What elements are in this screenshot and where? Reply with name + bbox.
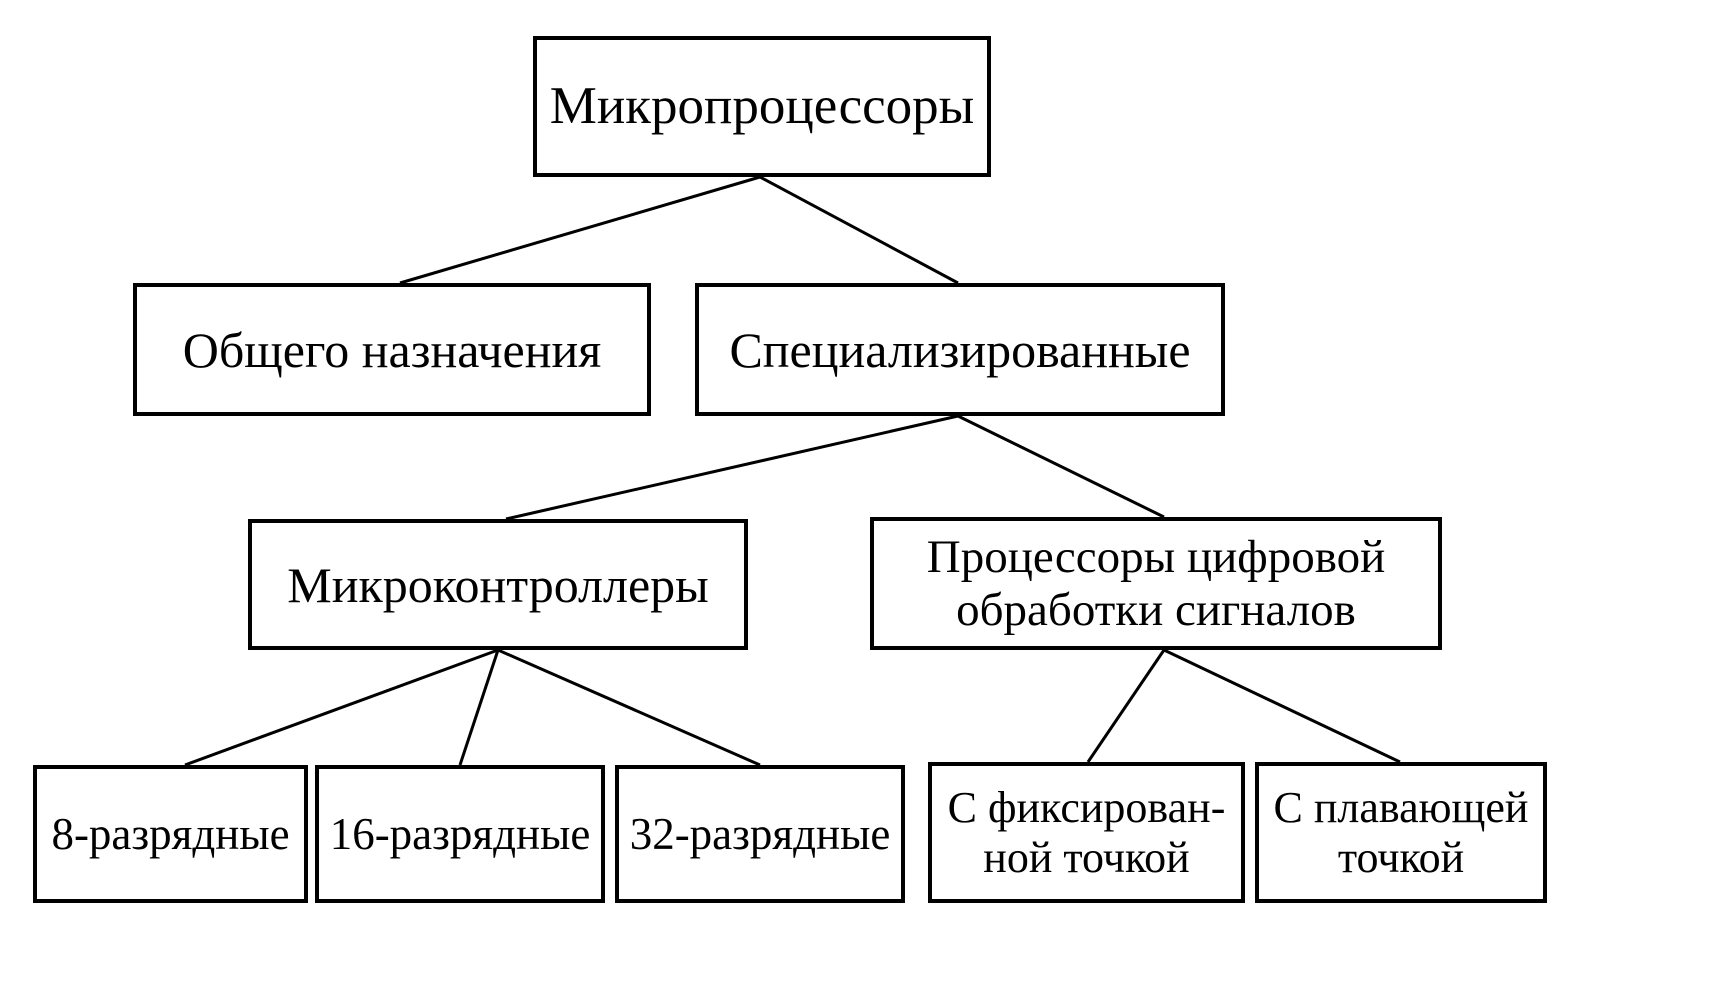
node-s-plavayushchey-tochkoy[interactable]: С плавающей точкой	[1255, 762, 1547, 903]
node-label: Специализированные	[729, 321, 1191, 378]
node-label: С плавающей точкой	[1273, 783, 1529, 882]
node-mikrokontrollery[interactable]: Микроконтроллеры	[248, 519, 748, 650]
edge-special-mcu	[505, 414, 959, 521]
node-label: Процессоры цифровой обработки сигналов	[926, 530, 1386, 636]
edge-mcu-bit32	[497, 648, 761, 767]
node-label: С фиксирован- ной точкой	[947, 783, 1226, 882]
node-processory-cifrovoy-obrabotki-signalov[interactable]: Процессоры цифровой обработки сигналов	[870, 517, 1442, 650]
node-16-razryadnye[interactable]: 16-разрядные	[315, 765, 605, 903]
edge-root-general	[399, 175, 761, 285]
edge-root-special	[759, 175, 959, 285]
node-label: 8-разрядные	[51, 808, 290, 859]
node-label: 32-разрядные	[629, 808, 891, 859]
edge-dsp-fixed	[1086, 649, 1166, 763]
edge-special-dsp	[957, 414, 1165, 519]
node-label: Микропроцессоры	[549, 76, 975, 135]
node-obshchego-naznacheniya[interactable]: Общего назначения	[133, 283, 651, 416]
node-specializirovannye[interactable]: Специализированные	[695, 283, 1225, 416]
edge-mcu-bit8	[184, 648, 499, 767]
node-label: 16-разрядные	[329, 808, 591, 859]
node-label: Общего назначения	[182, 321, 602, 378]
node-32-razryadnye[interactable]: 32-разрядные	[615, 765, 905, 903]
node-8-razryadnye[interactable]: 8-разрядные	[33, 765, 308, 903]
edge-dsp-float	[1163, 648, 1401, 764]
node-s-fiksirovannoy-tochkoy[interactable]: С фиксирован- ной точкой	[928, 762, 1245, 903]
node-mikroprocessory[interactable]: Микропроцессоры	[533, 36, 991, 177]
node-label: Микроконтроллеры	[287, 556, 709, 613]
edge-mcu-bit16	[458, 649, 500, 766]
